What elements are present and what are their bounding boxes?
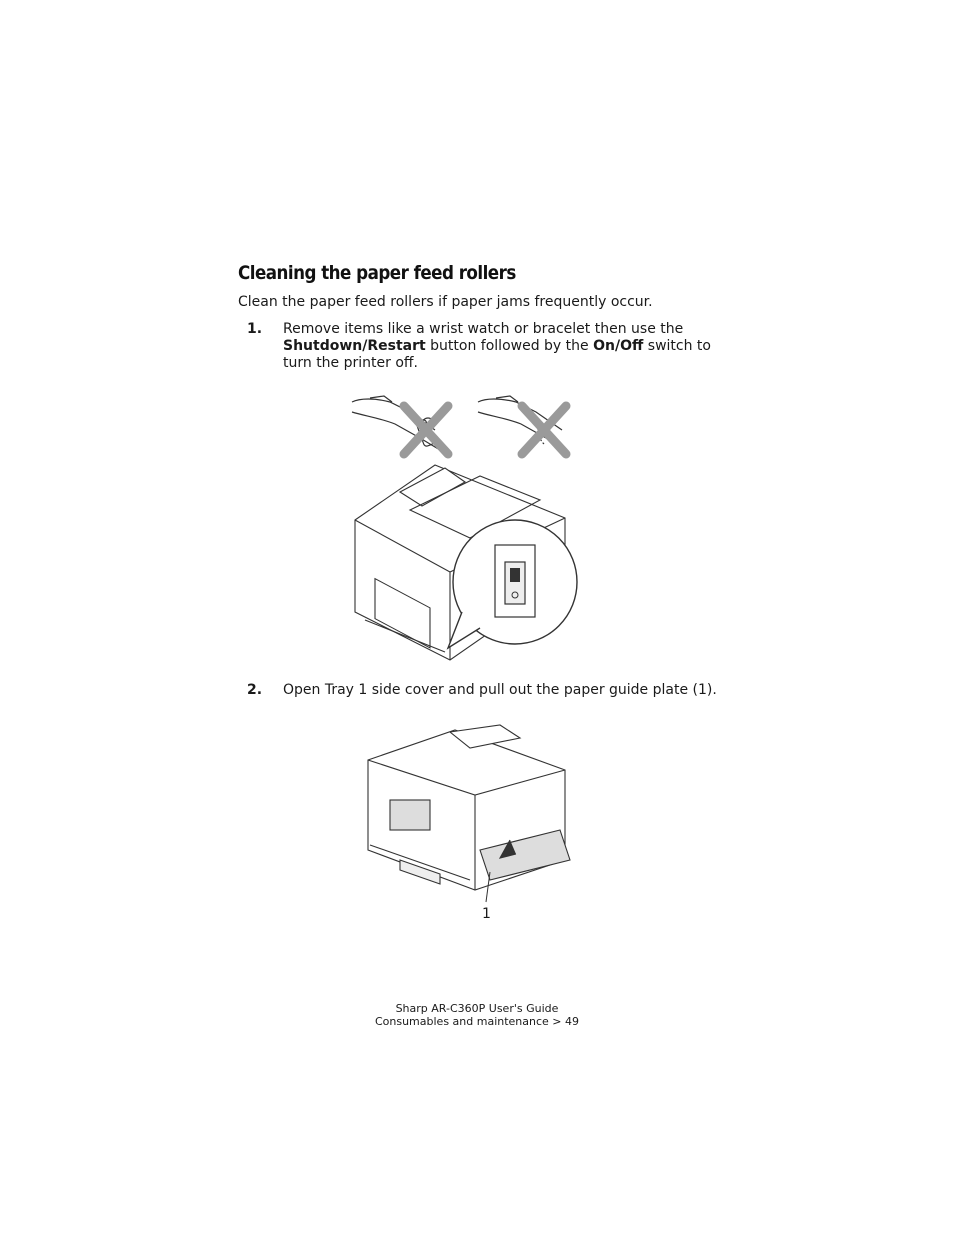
cross-out-icon <box>517 401 571 459</box>
step-text: Open Tray 1 side cover and pull out the … <box>283 682 717 698</box>
shutdown-restart-term: Shutdown/Restart <box>283 338 426 354</box>
step-text-part: switch to turn the printer off. <box>283 338 711 371</box>
step-1: 1. Remove items like a wrist watch or br… <box>238 321 738 376</box>
step-text: Remove items like a wrist watch or brace… <box>283 321 738 372</box>
callout-line <box>485 871 491 903</box>
paper-guide-plate <box>479 829 571 881</box>
footer-guide-title: Sharp AR-C360P User's Guide <box>395 1002 559 1015</box>
printer-power-off-illustration <box>340 390 590 665</box>
on-off-term: On/Off <box>593 338 644 354</box>
step-number: 2. <box>247 682 263 698</box>
page-footer: Sharp AR-C360P User's Guide Consumables … <box>300 1002 654 1028</box>
step-text-part: Remove items like a wrist watch or brace… <box>283 321 684 337</box>
wrist-watch-icon <box>351 395 441 451</box>
printer-side-cover-illustration: 1 <box>360 720 575 925</box>
power-switch-callout <box>446 519 578 650</box>
step-text-part: button followed by the <box>425 338 594 354</box>
footer-section-page: Consumables and maintenance > 49 <box>374 1015 580 1028</box>
step-number: 1. <box>247 321 263 337</box>
bracelet-icon <box>477 395 567 451</box>
cross-out-icon <box>399 401 453 459</box>
section-heading: Cleaning the paper feed rollers <box>238 262 516 284</box>
intro-text: Clean the paper feed rollers if paper ja… <box>238 294 653 310</box>
step-2: 2. Open Tray 1 side cover and pull out t… <box>238 682 738 702</box>
callout-label: 1 <box>482 906 491 922</box>
